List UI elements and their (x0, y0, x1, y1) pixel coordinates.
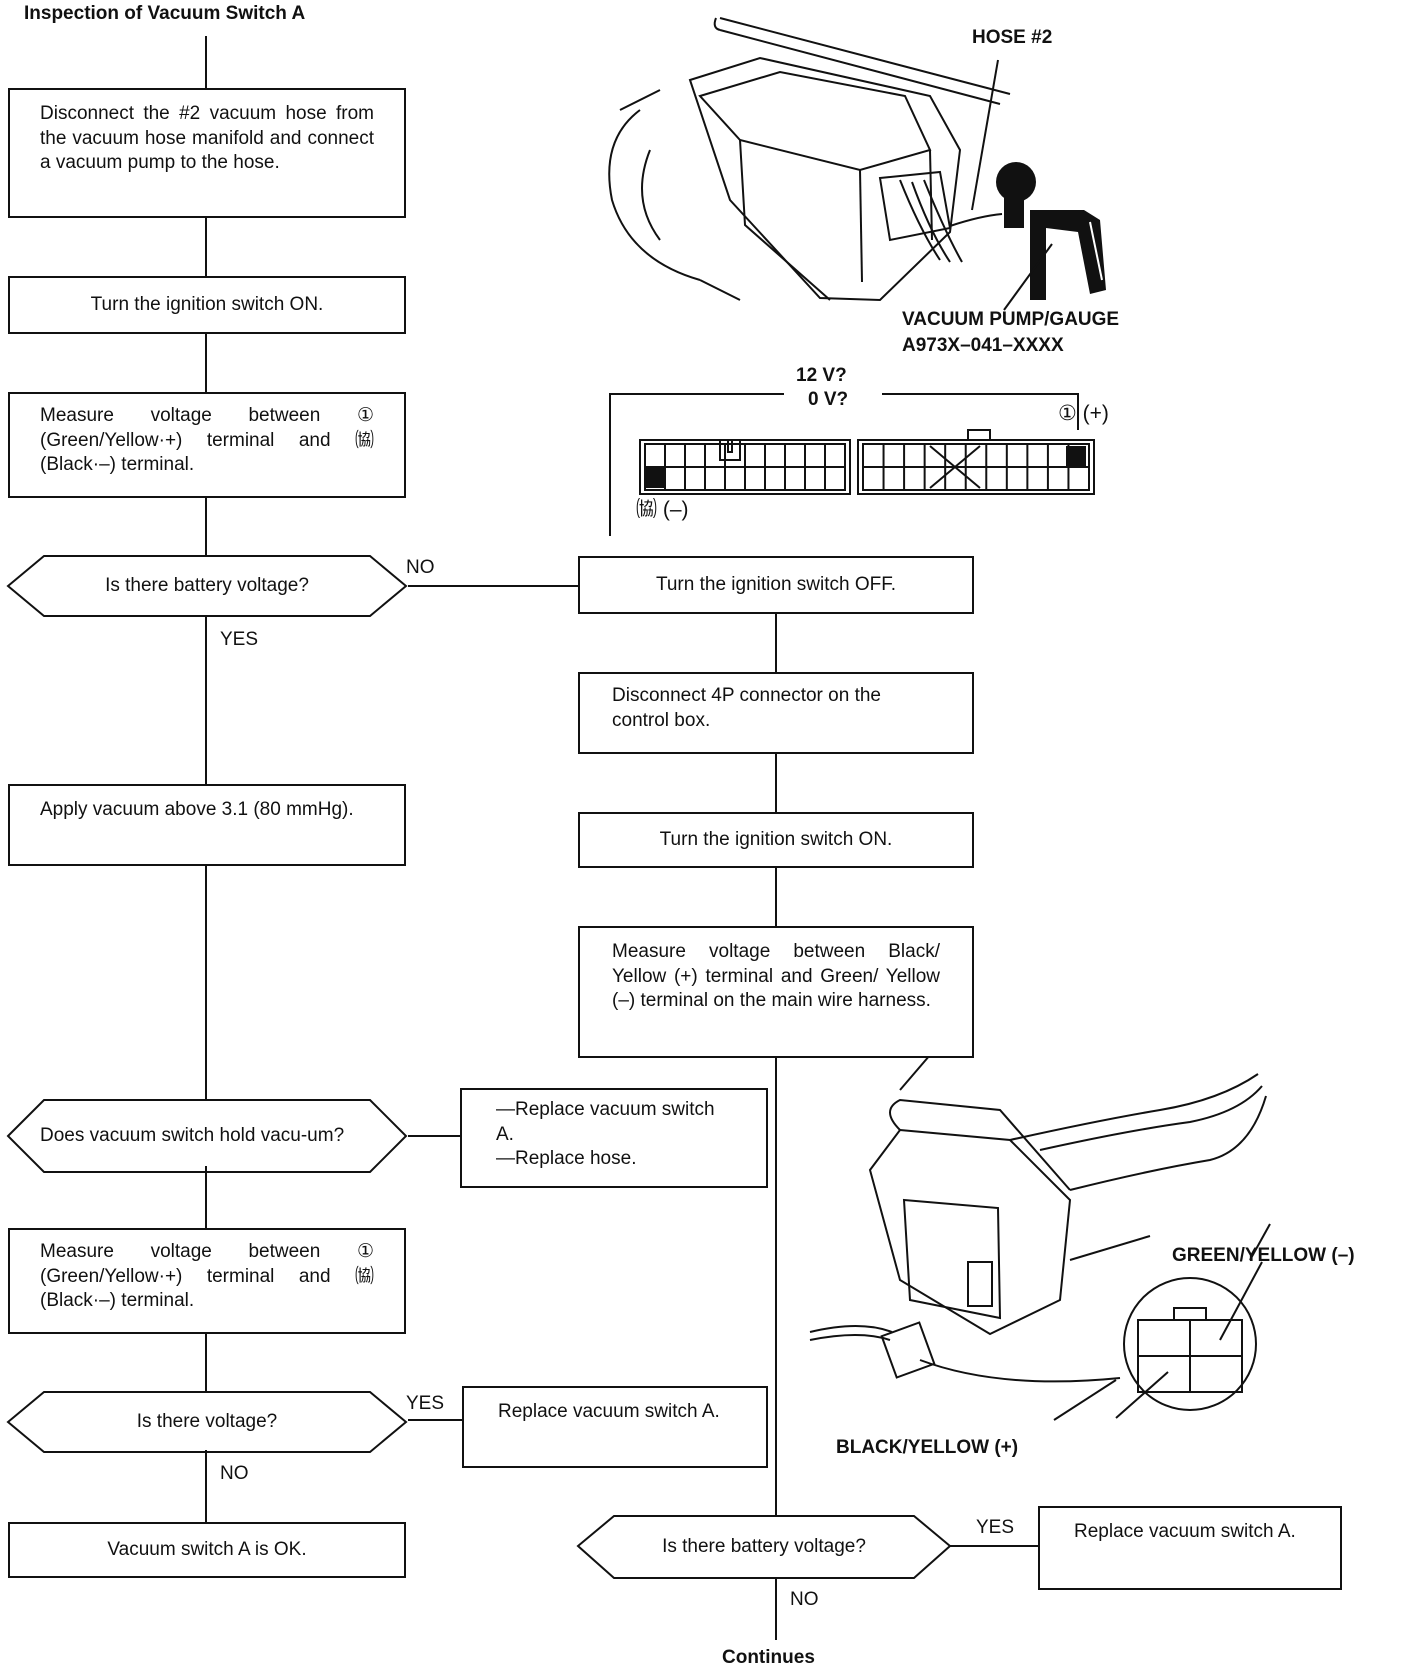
label-12v: 12 V? (796, 365, 847, 386)
continues-label: Continues (722, 1647, 815, 1668)
step-apply-vacuum: Apply vacuum above 3.1 (80 mmHg). (8, 784, 406, 866)
step-ignition-on-left: Turn the ignition switch ON. (8, 276, 406, 334)
connector-lines (205, 36, 1038, 1640)
illustration-leader-lines (971, 59, 1053, 311)
result-switch-ok: Vacuum switch A is OK. (8, 1522, 406, 1578)
connector-grid (645, 444, 1089, 490)
label-0v: 0 V? (808, 389, 849, 410)
question-battery-voltage-2: Is there battery voltage? (662, 1536, 866, 1557)
decision-shape-q3 (6, 1391, 408, 1453)
label-yes-q1: YES (220, 629, 259, 650)
harness-illustration (809, 1019, 1271, 1421)
step-disconnect-hose: Disconnect the #2 vacuum hose from the v… (8, 88, 406, 218)
label-vacuum-pump: VACUUM PUMP/GAUGE (902, 309, 1120, 330)
label-no-q1: NO (406, 557, 435, 578)
label-no-q3: NO (220, 1463, 249, 1484)
step-measure-voltage-1: Measure voltage between ① (Green/Yellow·… (8, 392, 406, 498)
label-terminal-32: ㈿ (–) (636, 498, 689, 521)
fail-replace-actions: —Replace vacuum switch A. —Replace hose. (460, 1088, 768, 1188)
decision-shape-q1 (6, 555, 408, 617)
label-no-right: NO (790, 1589, 819, 1610)
decision-shape-right-q (576, 1515, 952, 1579)
terminal-1-marker (1066, 446, 1086, 466)
step-measure-harness: Measure voltage between Black/ Yellow (+… (578, 926, 974, 1058)
terminal-32-marker (646, 466, 666, 488)
label-green-yellow: GREEN/YELLOW (–) (1172, 1245, 1355, 1266)
step-disconnect-4p: Disconnect 4P connector on the control b… (578, 672, 974, 754)
step-measure-voltage-2: Measure voltage between ① (Green/Yellow·… (8, 1228, 406, 1334)
action-replace-switch-2: Replace vacuum switch A. (1038, 1506, 1342, 1590)
question-hold-vacuum: Does vacuum switch hold vacu-um? (40, 1125, 345, 1146)
question-voltage: Is there voltage? (136, 1411, 278, 1432)
page-title: Inspection of Vacuum Switch A (24, 3, 306, 24)
label-pump-part-number: A973X–041–XXXX (902, 335, 1064, 356)
control-box-illustration (608, 17, 1011, 302)
connector-magnifier (1115, 1261, 1263, 1419)
decision-shape-q2 (6, 1099, 408, 1173)
label-hose-2: HOSE #2 (972, 27, 1053, 48)
step-ignition-on-right: Turn the ignition switch ON. (578, 812, 974, 868)
action-replace-switch-1: Replace vacuum switch A. (462, 1386, 768, 1468)
label-black-yellow: BLACK/YELLOW (+) (836, 1437, 1019, 1458)
label-terminal-1: ① (+) (1058, 402, 1109, 425)
vacuum-pump-illustration (996, 162, 1106, 300)
step-ignition-off: Turn the ignition switch OFF. (578, 556, 974, 614)
label-yes-q3: YES (406, 1393, 445, 1414)
question-battery-voltage-1: Is there battery voltage? (105, 575, 309, 596)
label-yes-right: YES (976, 1517, 1015, 1538)
